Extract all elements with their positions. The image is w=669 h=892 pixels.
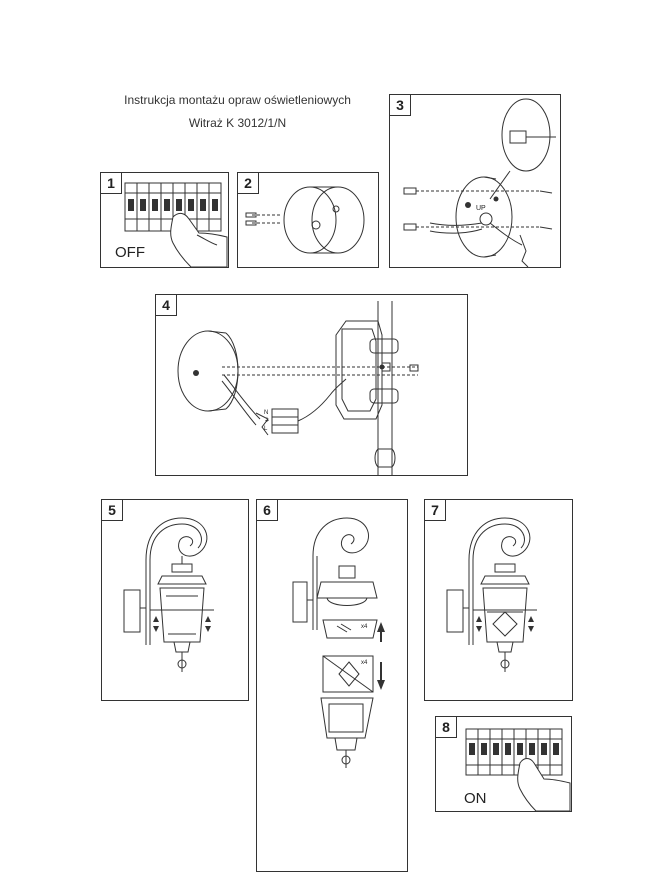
circuit-breaker-on-illustration xyxy=(465,728,571,811)
step-2-panel: 2 xyxy=(237,172,379,268)
base-plate-mounting-illustration xyxy=(403,98,556,267)
step-number: 4 xyxy=(156,295,177,316)
wall-box-mounting-illustration xyxy=(245,186,365,254)
glass-quantity-top: x4 xyxy=(361,624,368,630)
step-number: 7 xyxy=(425,500,446,521)
lamp-complete-illustration xyxy=(446,517,537,672)
step-4-panel: 4 N ⏚ L xyxy=(155,294,468,476)
up-marking: UP xyxy=(476,205,486,212)
step-number: 5 xyxy=(102,500,123,521)
product-model: Witraż K 3012/1/N xyxy=(188,116,287,130)
terminal-label-earth: ⏚ xyxy=(264,418,271,424)
lamp-wiring-illustration xyxy=(177,301,419,475)
step-number: 1 xyxy=(101,173,122,194)
glass-quantity-bottom: x4 xyxy=(361,660,368,666)
step-number: 8 xyxy=(436,717,457,738)
step-number: 3 xyxy=(390,95,411,116)
step-number: 6 xyxy=(257,500,278,521)
instruction-title: Instrukcja montażu opraw oświetleniowych xyxy=(124,93,351,107)
off-label: OFF xyxy=(115,244,145,261)
step-6-panel: 6 x4 x4 xyxy=(256,499,408,872)
terminal-label-n: N xyxy=(264,410,269,416)
step-number: 2 xyxy=(238,173,259,194)
step-8-panel: 8 ON xyxy=(435,716,572,812)
terminal-label-l: L xyxy=(264,426,268,432)
step-5-panel: 5 xyxy=(101,499,249,701)
lamp-fixing-illustration xyxy=(123,517,214,672)
step-7-panel: 7 xyxy=(424,499,573,701)
step-1-panel: 1 OFF xyxy=(100,172,229,268)
glass-panel-assembly-illustration xyxy=(292,517,385,768)
step-3-panel: 3 UP xyxy=(389,94,561,268)
on-label: ON xyxy=(464,790,487,807)
circuit-breaker-off-illustration xyxy=(124,182,228,267)
